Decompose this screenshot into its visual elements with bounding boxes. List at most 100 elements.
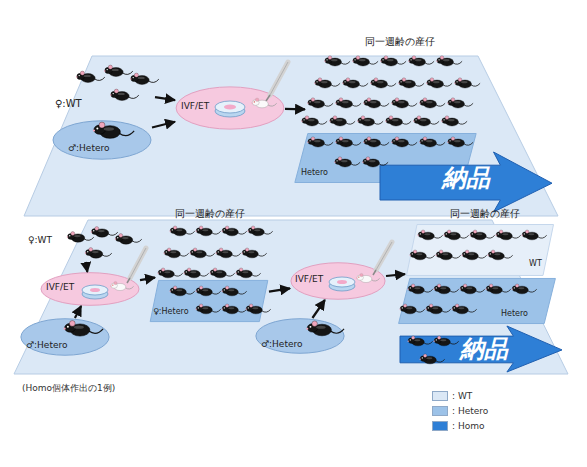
mouse-icon [410,250,435,260]
mouse-icon [158,268,183,278]
mouse-icon [434,336,459,346]
node-label: ♀:WT [55,98,82,109]
petri-dish [329,277,355,291]
ivf-et-dish: IVF/ET [40,272,140,306]
mouse-icon [413,116,439,126]
mouse-icon [370,78,396,88]
node-label: ♀:WT [28,236,52,246]
mouse-icon [301,116,327,126]
flow-arrow [152,122,175,128]
mouse-icon [391,137,417,147]
node-label: 同一週齢の産仔 [365,36,435,47]
node-outline [20,318,110,356]
mouse-icon [91,227,118,238]
mouse-icon [210,268,235,278]
mouse-icon [436,250,461,260]
mouse-icon [352,56,378,66]
male-pad: ♂:Hetero [52,120,152,160]
node-label: IVF/ET [46,283,74,293]
mouse-icon [496,230,521,240]
mouse-icon [76,71,105,82]
petri-dish [82,285,108,299]
mouse-icon [444,230,469,240]
mouse-icon [363,98,389,108]
mouse-icon [248,226,273,236]
node-label: ♂:Hetero [68,144,109,154]
mouse-icon [335,98,361,108]
mouse-icon [196,304,221,314]
mouse-icon [222,286,247,296]
node-label: ♀:Hetero [153,308,189,317]
mouse-icon [236,268,261,278]
mouse-icon [190,248,215,258]
mouse-icon [184,268,209,278]
delivery-arrow: 納品 [400,326,562,372]
mouse-icon [441,116,467,126]
mouse-icon [362,157,388,167]
mouse-icon [110,89,139,100]
node-label: 同一週齢の産仔 [450,208,520,219]
mouse-icon [391,98,417,108]
pipette [373,242,392,275]
pipette [266,62,288,101]
male-pad: ♂:Hetero [255,318,345,354]
mouse-icon [470,230,495,240]
mouse-icon [196,286,221,296]
mouse-icon [329,116,355,126]
mouse-icon [314,78,340,88]
legend-swatch [432,391,448,401]
female-group: ♀:WT [28,226,138,262]
mouse-icon [436,56,462,66]
mouse-icon [307,137,333,147]
white-mouse [356,273,379,282]
mouse-icon [434,284,459,294]
flow-arrow [86,262,88,272]
mouse-icon [419,137,445,147]
delivery-arrow: 納品 [380,152,552,212]
genotype-band: WT [405,224,555,276]
node-label: Hetero [501,310,528,319]
mouse-icon [93,122,134,138]
mouse-icon [222,304,247,314]
mouse-icon [420,354,445,364]
genotype-band: Hetero [397,278,557,324]
mouse-icon [408,56,434,66]
mouse-icon [170,226,195,236]
mouse-icon [419,98,445,108]
node-label: IVF/ET [181,102,209,112]
floor-plane [14,220,568,374]
node-outline [397,278,557,324]
offspring-group: 同一週齢の産仔Hetero [305,36,500,186]
mouse-icon [447,137,473,147]
flow-arrow [269,288,290,291]
mouse-icon [488,250,513,260]
mouse-icon [306,321,344,336]
mouse-icon [408,284,433,294]
mouse-layer [64,56,547,364]
mouse-icon [164,248,189,258]
caption: (Homo個体作出の1例) [22,382,115,395]
mouse-icon [408,336,433,346]
flow-arrow [75,306,81,318]
flow-arrow [140,278,155,281]
node-label: Hetero [301,169,328,178]
mouse-icon [426,78,452,88]
mouse-icon [216,248,241,258]
mouse-icon [85,248,112,259]
node-outline [52,120,152,160]
node-label: WT [529,260,542,269]
mouse-icon [246,304,271,314]
node-outline [405,224,555,276]
white-mouse [110,281,133,290]
mouse-icon [426,304,451,314]
mouse-icon [242,248,267,258]
mouse-icon [170,286,195,296]
flow-arrow [312,300,324,318]
female-group: ♀:WT [55,66,155,114]
mouse-icon [64,321,104,337]
genotype-band: ♀:Hetero [149,280,269,322]
mouse-icon [454,78,480,88]
male-pad: ♂:Hetero [20,318,110,356]
mouse-icon [462,250,487,260]
